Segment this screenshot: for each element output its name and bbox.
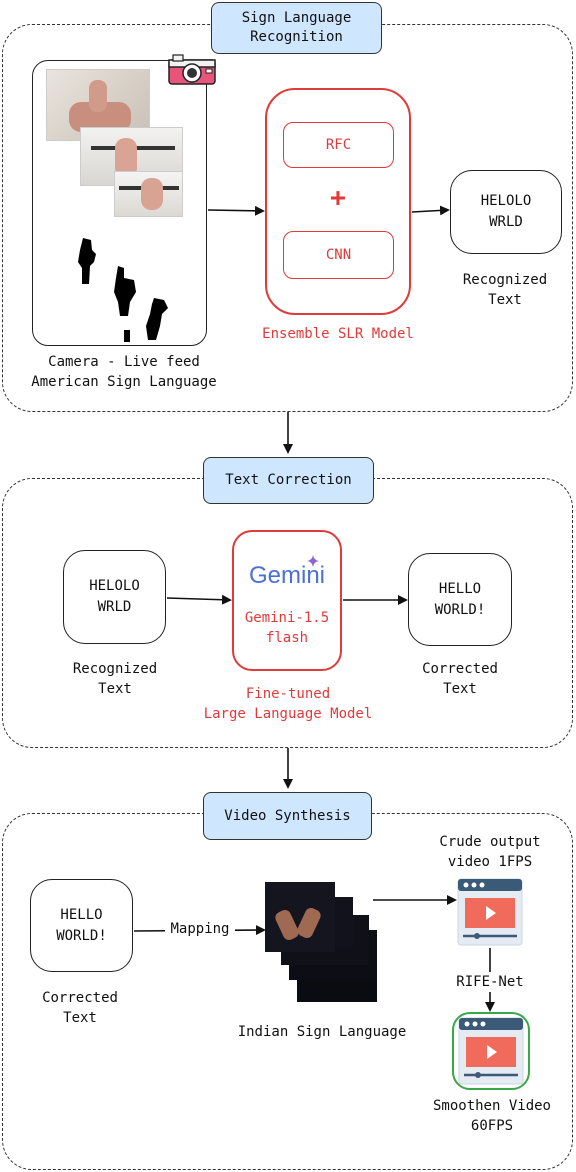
isl-frame-1	[265, 882, 335, 952]
section-title-recognition: Sign Language Recognition	[211, 2, 382, 54]
arrow-model-to-text	[411, 205, 450, 216]
cnn-block: CNN	[283, 231, 394, 279]
recognized-text-box-2: HELOLO WRLD	[63, 550, 166, 644]
ensemble-model-caption: Ensemble SLR Model	[262, 326, 414, 342]
corrected-text-caption-1: Corrected Text	[422, 661, 498, 697]
corrected-text-box-1: HELLO WORLD!	[408, 553, 512, 646]
asl-silhouette-2	[114, 266, 136, 316]
recognized-text-caption-1: Recognized Text	[462, 272, 548, 308]
gemini-sparkle-icon	[307, 555, 319, 567]
gemini-llm-box	[232, 530, 342, 671]
recognized-text-box-1: HELOLO WRLD	[450, 170, 562, 254]
smooth-video-highlight	[452, 1012, 530, 1090]
asl-photo-3	[114, 171, 183, 217]
recognized-text-caption-2: Recognized Text	[72, 661, 158, 697]
asl-silhouette-3	[146, 298, 168, 340]
asl-silhouette-fragment	[124, 330, 130, 342]
corrected-text-caption-2: Corrected Text	[42, 990, 118, 1026]
isl-caption: Indian Sign Language	[237, 1024, 407, 1040]
gemini-logo: Gemini	[248, 562, 326, 589]
video-player-icon	[457, 878, 523, 946]
camera-icon	[168, 54, 216, 85]
section-title-text-correction: Text Correction	[203, 457, 374, 504]
rfc-block: RFC	[283, 122, 394, 168]
llm-caption: Fine-tuned Large Language Model	[203, 686, 373, 722]
plus-sign: +	[330, 183, 346, 213]
camera-feed-caption: Camera - Live feed American Sign Languag…	[31, 354, 217, 390]
rfc-label: RFC	[325, 137, 352, 153]
rife-net-label: RIFE-Net	[445, 972, 535, 992]
arrow-recognized-to-llm	[166, 594, 232, 605]
smooth-video-player-icon	[458, 1017, 524, 1085]
mapping-label: Mapping	[165, 920, 235, 938]
crude-video-caption: Crude output video 1FPS	[439, 834, 541, 870]
corrected-text-box-2: HELLO WORLD!	[30, 879, 133, 972]
cnn-label: CNN	[325, 247, 352, 263]
arrow-camera-to-model	[207, 205, 265, 216]
asl-silhouette-1	[78, 238, 96, 284]
section-title-video-synthesis: Video Synthesis	[203, 792, 372, 840]
smooth-video-caption: Smoothen Video 60FPS	[432, 1098, 551, 1134]
gemini-model-name: Gemini-1.5 flash	[244, 610, 330, 646]
